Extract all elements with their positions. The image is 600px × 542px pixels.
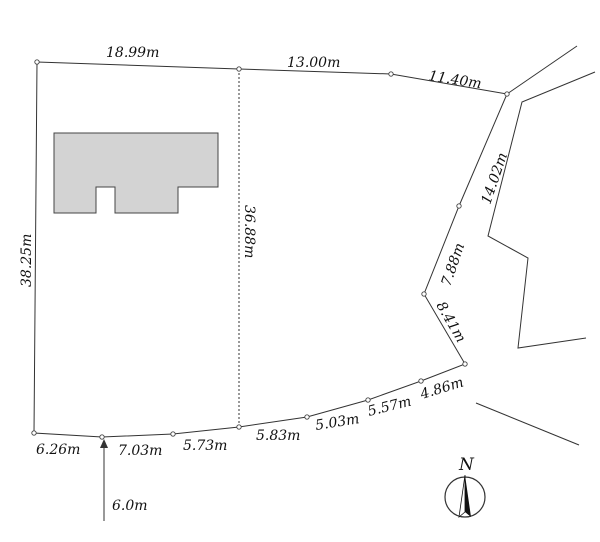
vertex bbox=[365, 397, 371, 403]
access-arrow-head bbox=[100, 439, 108, 448]
dimension-label-bottom-5: 5.03m bbox=[314, 411, 360, 434]
building bbox=[53, 132, 219, 214]
vertex bbox=[462, 361, 468, 367]
dimension-label-top-1: 18.99m bbox=[106, 45, 159, 61]
vertex bbox=[31, 430, 37, 436]
vertex bbox=[236, 424, 242, 430]
lot-boundary bbox=[33, 61, 508, 438]
vertex bbox=[418, 378, 424, 384]
vertex bbox=[236, 66, 242, 72]
vertex bbox=[170, 431, 176, 437]
dimension-label-right-1: 14.02m bbox=[479, 151, 512, 207]
dimension-label-bottom-4: 5.83m bbox=[256, 428, 300, 444]
road-width-label: 6.0m bbox=[112, 498, 148, 514]
dimension-label-top-3: 11.40m bbox=[427, 68, 482, 92]
vertex bbox=[304, 414, 310, 420]
vertex bbox=[504, 91, 510, 97]
dimension-label-bottom-2: 7.03m bbox=[118, 443, 162, 459]
dimension-label-top-2: 13.00m bbox=[287, 55, 340, 71]
dimension-label-divider: 36.88m bbox=[241, 205, 257, 258]
north-compass-icon bbox=[444, 474, 486, 518]
vertex bbox=[99, 434, 105, 440]
dimension-label-left: 38.25m bbox=[19, 234, 35, 287]
dimension-label-bottom-6: 5.57m bbox=[366, 394, 413, 420]
dimension-label-bottom-1: 6.26m bbox=[36, 442, 80, 458]
vertex-markers bbox=[31, 59, 510, 440]
north-label: N bbox=[458, 455, 475, 475]
dimension-label-bottom-7: 4.86m bbox=[418, 375, 466, 404]
road-edge-south bbox=[475, 402, 580, 446]
dimension-label-right-2: 7.88m bbox=[439, 241, 469, 288]
vertex bbox=[34, 59, 40, 65]
dimension-label-bottom-3: 5.73m bbox=[183, 438, 227, 454]
vertex bbox=[421, 291, 427, 297]
road-edge-east bbox=[487, 71, 596, 349]
vertex bbox=[388, 71, 394, 77]
road-edge-north bbox=[506, 45, 578, 95]
vertex bbox=[456, 203, 462, 209]
